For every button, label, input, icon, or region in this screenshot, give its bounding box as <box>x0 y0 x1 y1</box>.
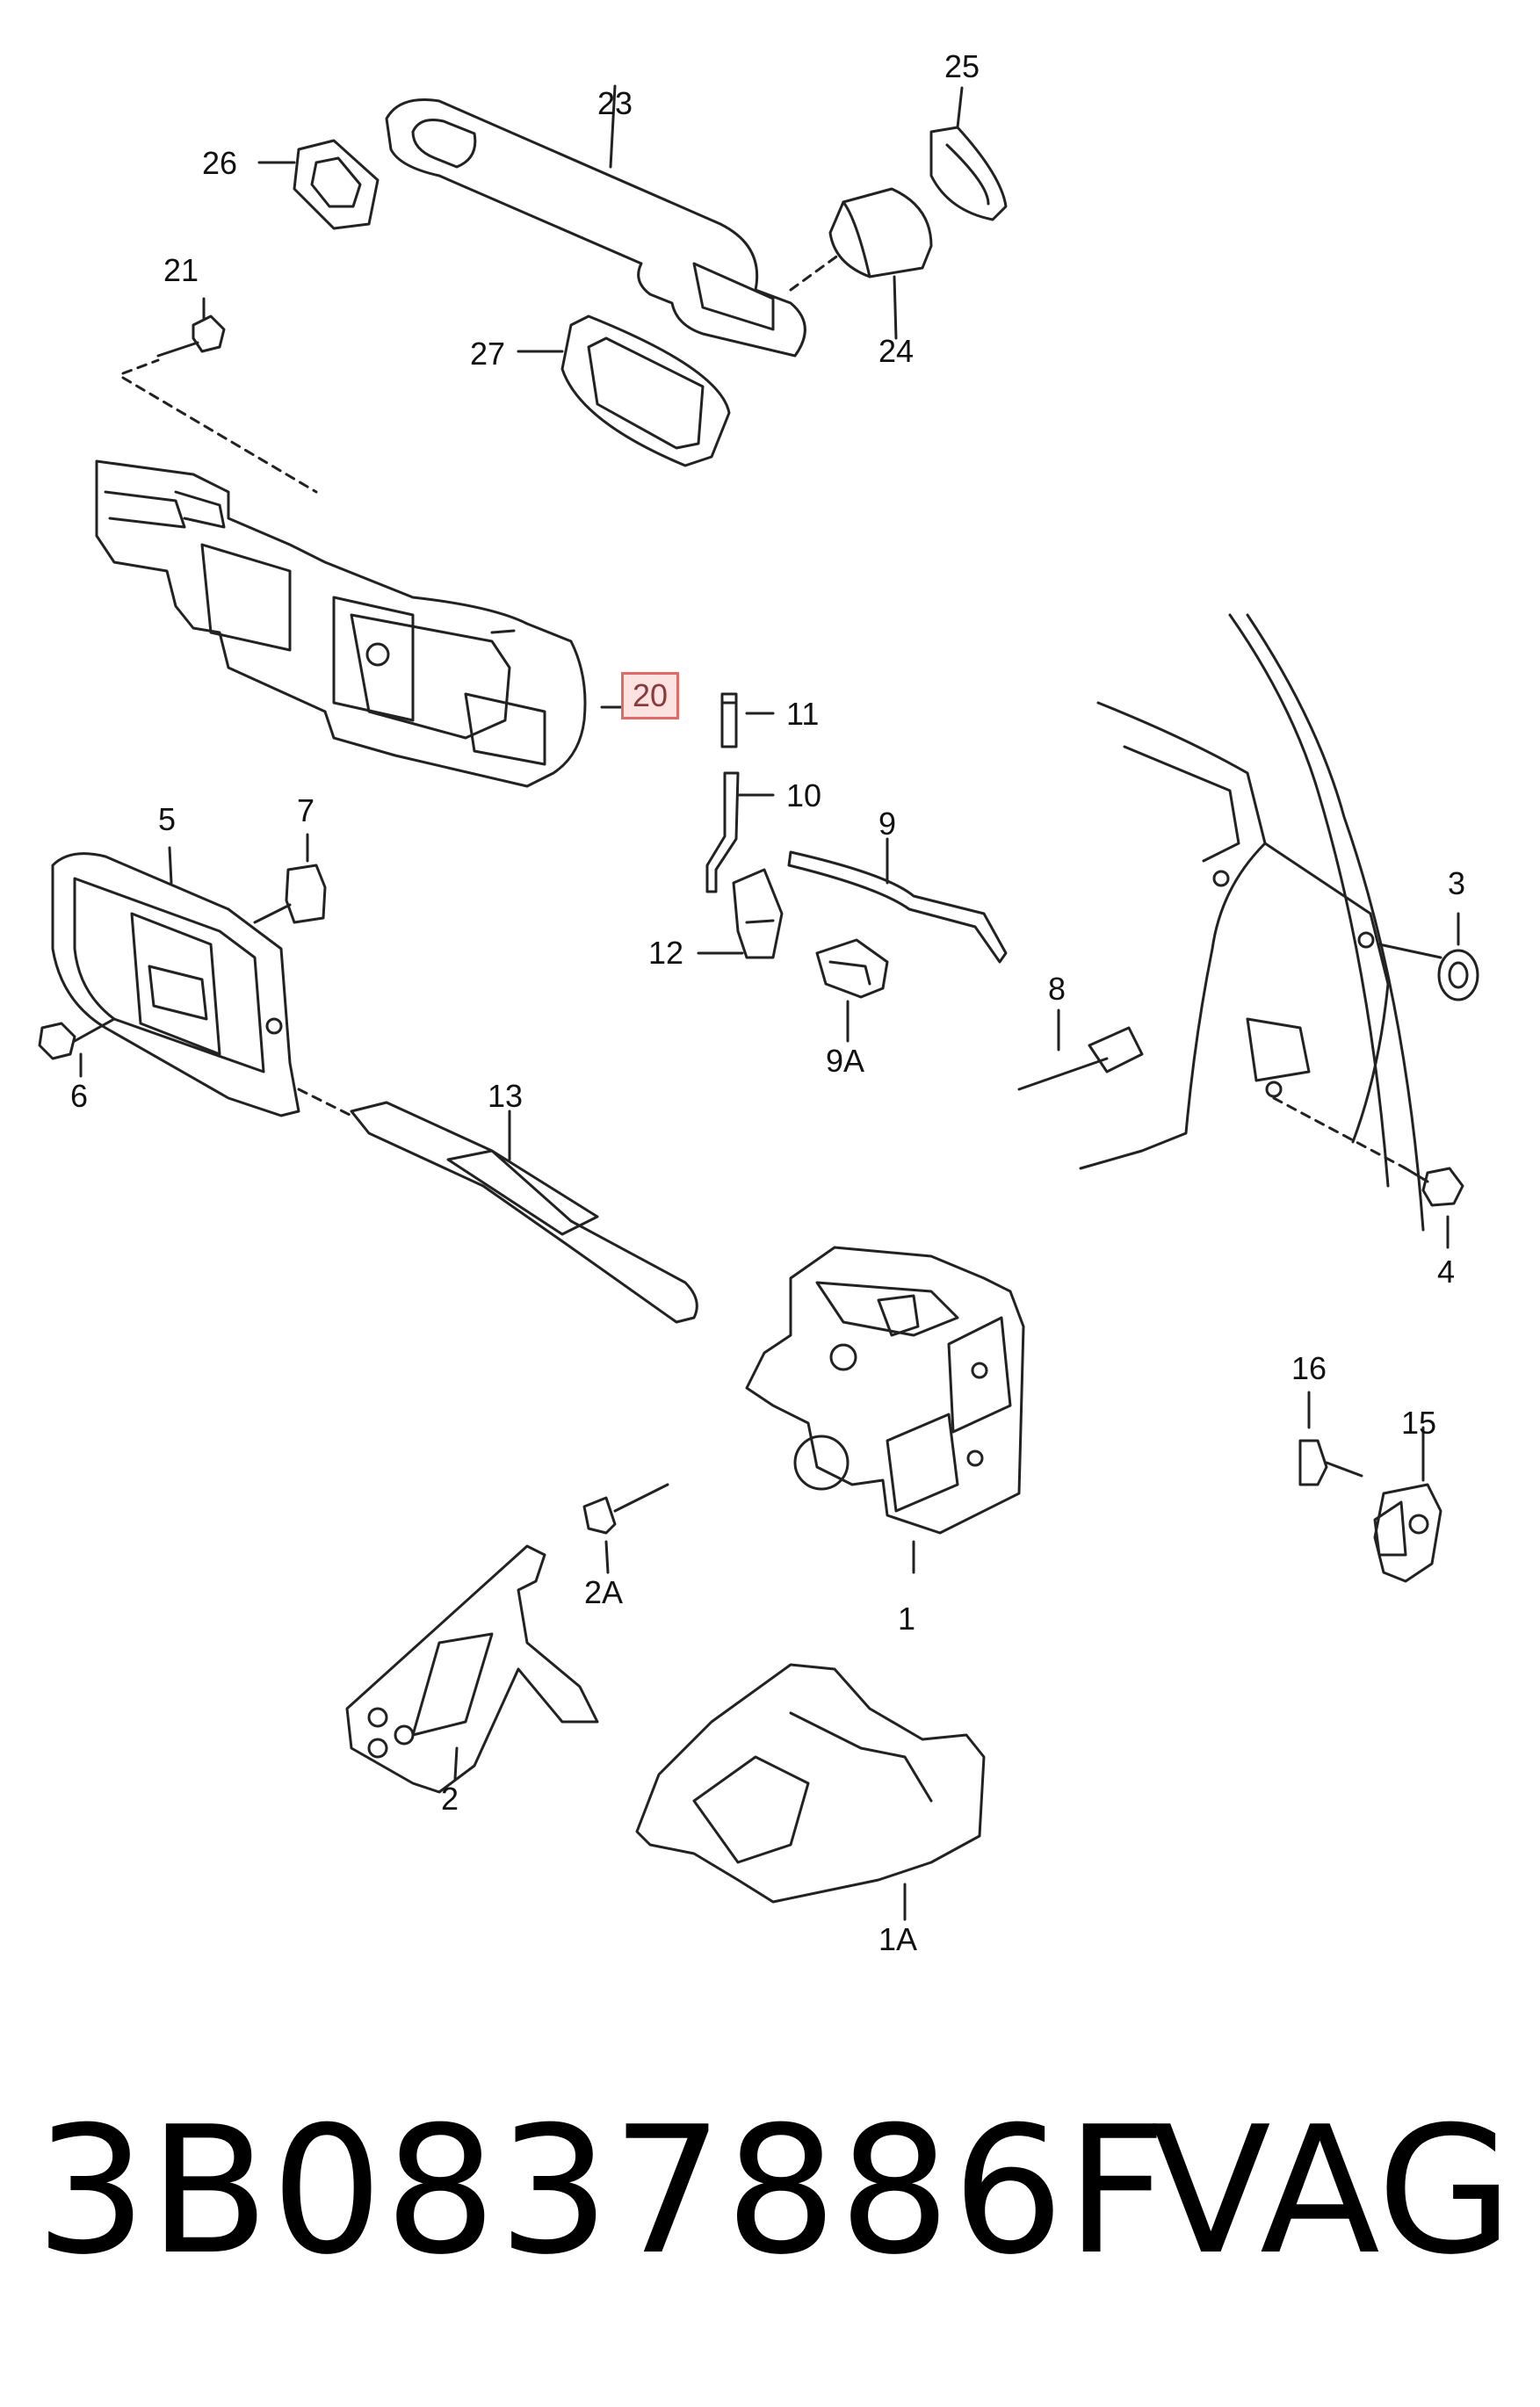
cap-part-25 <box>929 86 1008 221</box>
door-lock-part-1 <box>745 1246 1025 1574</box>
door-body-outline <box>1079 613 1442 1232</box>
brand-name: VAG <box>1151 2089 1514 2294</box>
callout-9A: 9A <box>826 1043 865 1079</box>
callout-23: 23 <box>597 85 633 121</box>
callout-10: 10 <box>786 777 822 813</box>
bracket-part-2 <box>345 1544 599 1794</box>
callout-20-highlighted: 20 <box>621 672 680 719</box>
door-handle-part-23 <box>385 84 806 358</box>
callout-5: 5 <box>158 801 177 837</box>
cap-part-24 <box>789 187 933 340</box>
cable-part-13 <box>297 1088 698 1324</box>
seal-part-26 <box>257 139 380 230</box>
callout-1: 1 <box>898 1601 916 1637</box>
callout-11: 11 <box>786 696 820 732</box>
rod-part-9 <box>787 837 1008 964</box>
callout-25: 25 <box>944 48 980 84</box>
pin-part-11 <box>720 692 775 748</box>
callout-2: 2 <box>441 1781 459 1817</box>
callout-7: 7 <box>297 792 315 828</box>
interior-handle-part-5 <box>51 846 300 1117</box>
pin-part-8 <box>1017 1008 1144 1091</box>
clip-part-7 <box>253 833 327 924</box>
callout-6: 6 <box>70 1078 89 1114</box>
callout-9: 9 <box>878 806 897 842</box>
bolt-part-4 <box>1404 1167 1464 1249</box>
callout-21: 21 <box>163 252 199 288</box>
handle-bracket-part-20 <box>95 459 625 788</box>
callout-24: 24 <box>878 333 915 369</box>
callout-8: 8 <box>1048 971 1066 1007</box>
callout-4: 4 <box>1437 1254 1456 1290</box>
callout-15: 15 <box>1401 1405 1437 1441</box>
callout-3: 3 <box>1448 865 1466 901</box>
cover-part-1A <box>635 1663 986 1921</box>
grommet-part-3 <box>1437 912 1479 1001</box>
screw-part-6 <box>38 1017 116 1078</box>
rod-part-10 <box>705 771 775 893</box>
callout-2A: 2A <box>584 1574 624 1610</box>
gasket-part-27 <box>517 314 731 467</box>
striker-part-15 <box>1373 1426 1442 1583</box>
part-number: 3B0837886F <box>35 2089 1169 2294</box>
callout-13: 13 <box>488 1078 524 1114</box>
rivet-part-2A <box>582 1483 669 1574</box>
callout-16: 16 <box>1291 1350 1327 1386</box>
callout-27: 27 <box>470 336 506 372</box>
lever-part-12 <box>697 868 784 959</box>
callout-26: 26 <box>202 145 238 181</box>
clip-part-9A <box>815 938 889 1043</box>
screw-part-16 <box>1298 1391 1363 1486</box>
screw-part-21 <box>121 297 318 494</box>
callout-1A: 1A <box>878 1921 918 1957</box>
callout-12: 12 <box>648 935 684 971</box>
